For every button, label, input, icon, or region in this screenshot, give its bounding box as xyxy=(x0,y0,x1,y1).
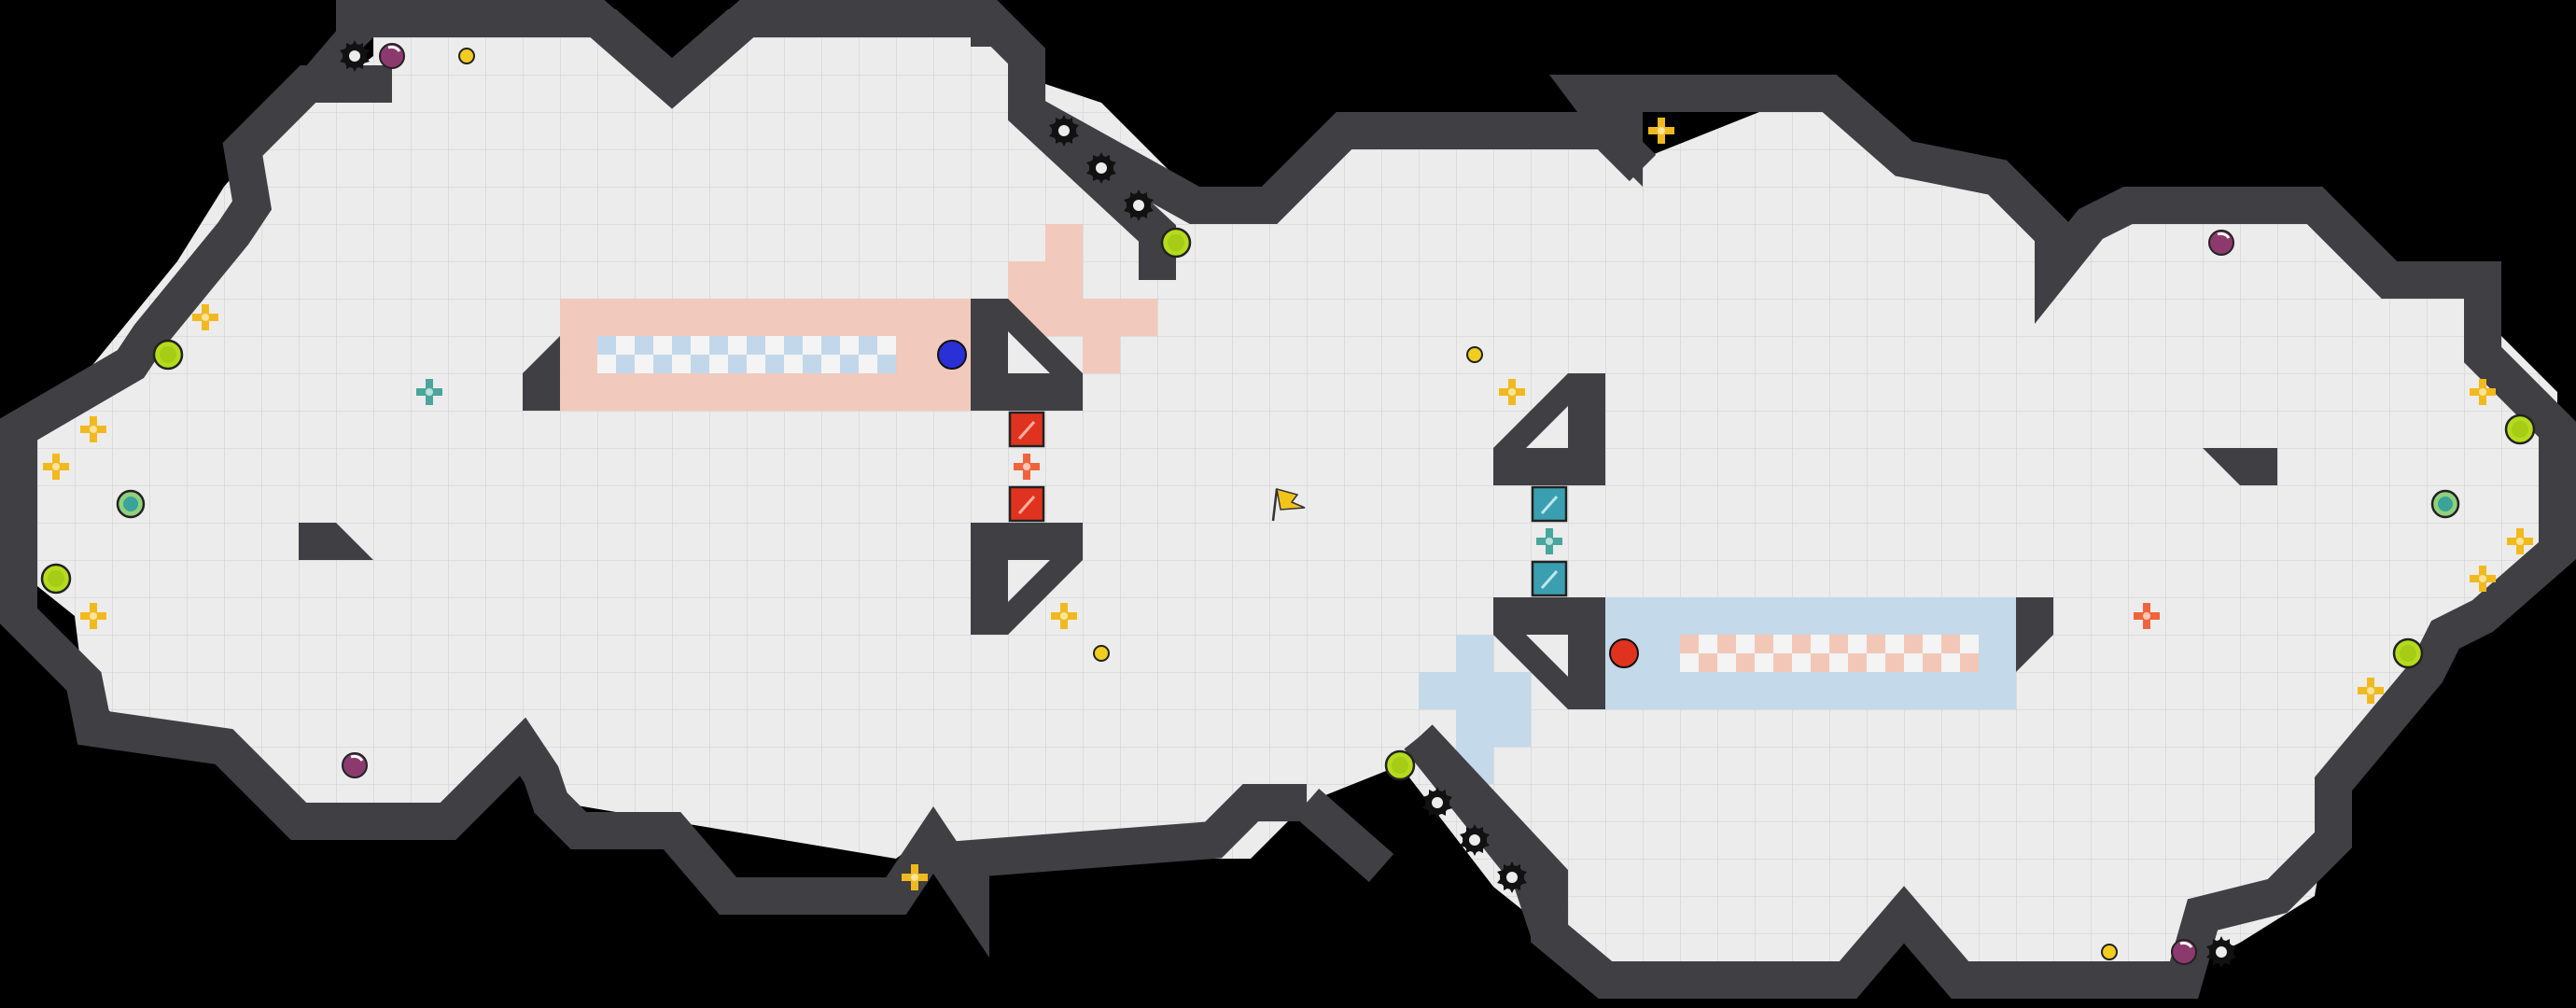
red-player-ball xyxy=(1609,638,1639,668)
blue-zone xyxy=(1419,597,2016,784)
blue-player-ball xyxy=(937,340,967,370)
wall-caps xyxy=(299,9,1008,105)
flag-icon xyxy=(1271,487,1306,522)
interior-walls xyxy=(299,75,2277,709)
red-gate xyxy=(1008,411,1045,523)
blue-gate xyxy=(1531,485,1568,597)
